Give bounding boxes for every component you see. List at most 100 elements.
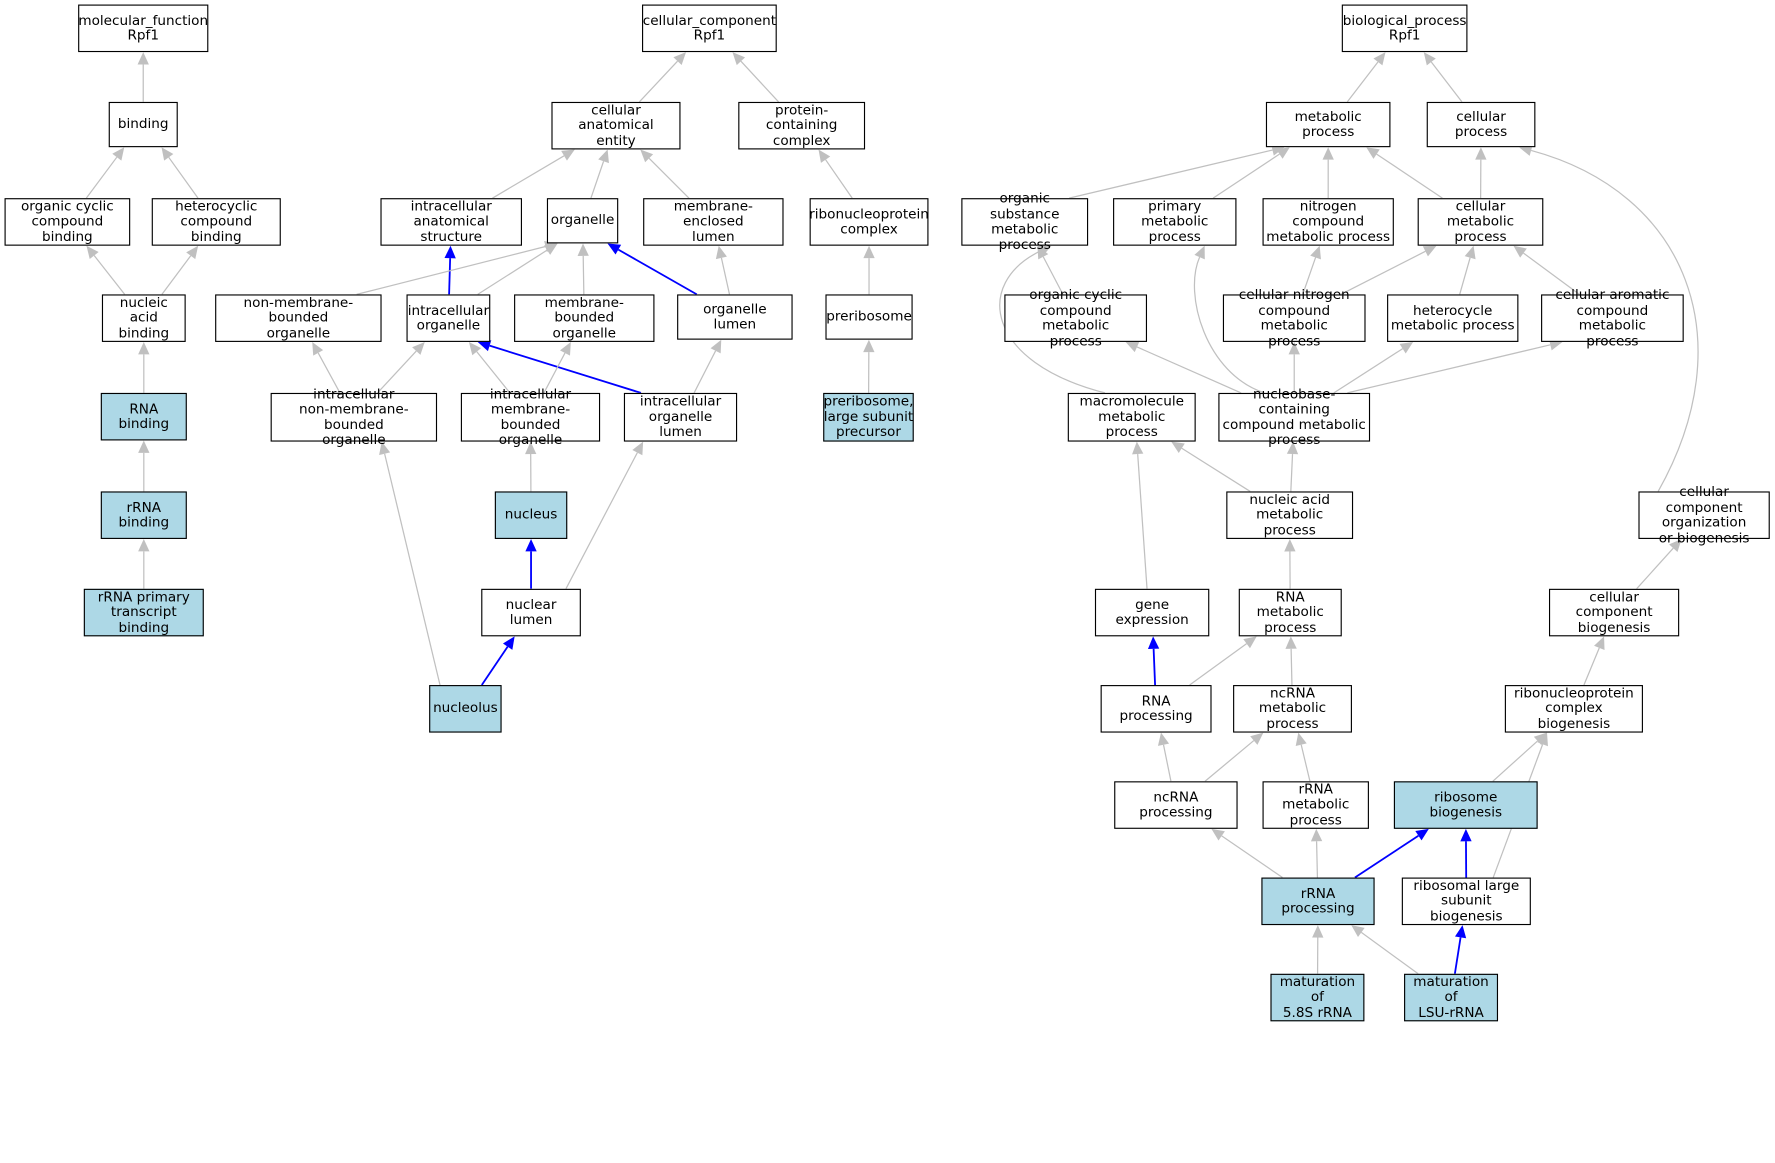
edge-gene_expression-to-macromolecule_mp-arrowhead bbox=[1132, 442, 1143, 455]
node-ncrna-processing[interactable]: ncRNA processing bbox=[1114, 781, 1237, 829]
node-organic-cyclic-compound-metabolic-process[interactable]: organic cyclic compound metabolic proces… bbox=[1004, 294, 1147, 342]
edge-intracell_anat_struct-to-cell_anat_entity-arrowhead bbox=[561, 149, 575, 160]
node-rrna-primary-transcript-binding[interactable]: rRNA primary transcript binding bbox=[84, 589, 204, 637]
node-organelle-lumen[interactable]: organelle lumen bbox=[677, 294, 792, 339]
node-nucleic-acid-binding[interactable]: nucleic acid binding bbox=[102, 294, 186, 342]
node-heterocycle-metabolic-process[interactable]: heterocycle metabolic process bbox=[1387, 294, 1518, 342]
edge-ncrna_processing-to-ncrna_mp-arrowhead bbox=[1250, 733, 1263, 745]
node-non-membrane-bounded-organelle[interactable]: non-membrane-bounded organelle bbox=[215, 294, 381, 342]
edge-intracell_organelle-to-organelle bbox=[478, 250, 547, 294]
edge-gene_expression-to-macromolecule_mp bbox=[1138, 454, 1147, 589]
node-organic-cyclic-compound-binding[interactable]: organic cyclic compound binding bbox=[5, 198, 131, 246]
node-cellular-component-biogenesis[interactable]: cellular component biogenesis bbox=[1549, 589, 1679, 637]
node-ribonucleoprotein-complex-biogenesis[interactable]: ribonucleoprotein complex biogenesis bbox=[1505, 685, 1643, 733]
node-metabolic-process[interactable]: metabolic process bbox=[1266, 102, 1391, 147]
edge-organelle_lumen-to-organelle-arrowhead bbox=[608, 243, 622, 254]
node-ribosomal-large-subunit-biogenesis[interactable]: ribosomal large subunit biogenesis bbox=[1402, 878, 1531, 926]
node-cellular-aromatic-compound-metabolic-process[interactable]: cellular aromatic compound metabolic pro… bbox=[1541, 294, 1684, 342]
edge-organelle-to-cell_anat_entity bbox=[591, 161, 604, 198]
node-ribonucleoprotein-complex[interactable]: ribonucleoprotein complex bbox=[810, 198, 929, 246]
node-organelle[interactable]: organelle bbox=[547, 198, 618, 243]
node-cellular-component-root[interactable]: cellular_component Rpf1 bbox=[642, 5, 777, 53]
edge-rna_processing-to-rna_mp bbox=[1190, 644, 1247, 685]
node-cellular-process[interactable]: cellular process bbox=[1427, 102, 1536, 147]
node-heterocyclic-compound-binding[interactable]: heterocyclic compound binding bbox=[152, 198, 281, 246]
edge-metabolic_process-to-bp_root-arrowhead bbox=[1373, 52, 1385, 65]
node-ribosome-biogenesis[interactable]: ribosome biogenesis bbox=[1394, 781, 1538, 829]
node-cellular-nitrogen-compound-metabolic-process[interactable]: cellular nitrogen compound metabolic pro… bbox=[1223, 294, 1366, 342]
node-rrna-binding[interactable]: rRNA binding bbox=[101, 491, 187, 539]
node-macromolecule-metabolic-process[interactable]: macromolecule metabolic process bbox=[1068, 393, 1196, 442]
edge-rna_mp-to-nucleic_acid_mp-arrowhead bbox=[1284, 539, 1295, 551]
node-molecular-function-root[interactable]: molecular_function Rpf1 bbox=[78, 5, 208, 53]
node-membrane-bounded-organelle[interactable]: membrane-bounded organelle bbox=[514, 294, 654, 342]
node-maturation-of-5-8s-rrna[interactable]: maturation of 5.8S rRNA bbox=[1270, 974, 1364, 1022]
node-protein-containing-complex[interactable]: protein-containing complex bbox=[738, 102, 865, 150]
edge-cellular_process-to-bp_root-arrowhead bbox=[1424, 52, 1436, 65]
node-rrna-metabolic-process[interactable]: rRNA metabolic process bbox=[1263, 781, 1369, 829]
edge-intracell_organelle_lumen-to-organelle_lumen bbox=[694, 351, 716, 393]
edge-rrna_primary_binding-to-rrna_binding-arrowhead bbox=[138, 539, 149, 551]
edge-cellular_mp-to-metabolic_process bbox=[1377, 154, 1443, 198]
edge-rrna_processing-to-ncrna_processing bbox=[1222, 836, 1283, 878]
node-maturation-of-lsu-rrna[interactable]: maturation of LSU-rRNA bbox=[1404, 974, 1498, 1022]
edge-rnp_complex-to-protein_complex-arrowhead bbox=[819, 149, 831, 162]
node-rna-binding[interactable]: RNA binding bbox=[101, 393, 187, 441]
edge-rna_processing-to-gene_expression-arrowhead bbox=[1148, 636, 1159, 649]
edge-organelle_lumen-to-membrane_enclosed_lumen-arrowhead bbox=[716, 246, 727, 259]
node-cellular-metabolic-process[interactable]: cellular metabolic process bbox=[1418, 198, 1544, 246]
edge-ncrna_processing-to-rna_processing-arrowhead bbox=[1158, 733, 1169, 746]
edge-maturation_58s-to-rrna_processing-arrowhead bbox=[1312, 925, 1323, 937]
node-binding[interactable]: binding bbox=[109, 102, 178, 147]
node-intracellular-anatomical-structure[interactable]: intracellular anatomical structure bbox=[380, 198, 522, 246]
node-nucleobase-containing-compound-metabolic-process[interactable]: nucleobase-containing compound metabolic… bbox=[1218, 393, 1370, 442]
node-nucleolus[interactable]: nucleolus bbox=[429, 685, 501, 733]
edge-nucleic_acid_binding-to-heterocyclic_binding-arrowhead bbox=[186, 246, 198, 259]
node-intracellular-organelle-lumen[interactable]: intracellular organelle lumen bbox=[624, 393, 737, 442]
edge-nucleolus-to-intracell_non_membrane bbox=[385, 454, 440, 685]
node-intracellular-organelle[interactable]: intracellular organelle bbox=[406, 294, 490, 342]
edge-maturation_lsu-to-lsu_biogenesis bbox=[1455, 937, 1461, 973]
node-ncrna-metabolic-process[interactable]: ncRNA metabolic process bbox=[1233, 685, 1352, 733]
node-intracellular-non-membrane-bounded-organelle[interactable]: intracellular non-membrane-bounded organ… bbox=[271, 393, 437, 442]
node-cellular-anatomical-entity[interactable]: cellular anatomical entity bbox=[551, 102, 680, 150]
edge-preribosome_lsu-to-preribosome-arrowhead bbox=[863, 340, 874, 352]
edge-nucleolus-to-nuclear_lumen bbox=[482, 647, 508, 685]
node-nitrogen-compound-metabolic-process[interactable]: nitrogen compound metabolic process bbox=[1263, 198, 1394, 246]
node-primary-metabolic-process[interactable]: primary metabolic process bbox=[1113, 198, 1236, 246]
edge-rrna_processing-to-rrna_mp bbox=[1317, 841, 1318, 877]
node-preribosome-large-subunit-precursor[interactable]: preribosome, large subunit precursor bbox=[823, 393, 914, 442]
edge-org_cyclic_binding-to-binding bbox=[86, 157, 116, 198]
edge-intracell_anat_struct-to-cell_anat_entity bbox=[492, 156, 564, 198]
node-preribosome[interactable]: preribosome bbox=[825, 294, 912, 339]
edge-intracell_membrane-to-membrane_organelle-arrowhead bbox=[560, 342, 571, 356]
edge-rna_processing-to-rna_mp-arrowhead bbox=[1243, 636, 1256, 648]
edge-maturation_lsu-to-rrna_processing-arrowhead bbox=[1351, 925, 1364, 937]
edge-membrane_organelle-to-organelle bbox=[583, 256, 584, 294]
edge-intracell_membrane-to-intracell_organelle-arrowhead bbox=[469, 342, 481, 355]
edge-maturation_lsu-to-lsu_biogenesis-arrowhead bbox=[1455, 925, 1466, 938]
node-rna-processing[interactable]: RNA processing bbox=[1101, 685, 1212, 733]
node-rna-metabolic-process[interactable]: RNA metabolic process bbox=[1239, 589, 1342, 637]
node-organic-substance-metabolic-process[interactable]: organic substance metabolic process bbox=[961, 198, 1088, 246]
node-nuclear-lumen[interactable]: nuclear lumen bbox=[481, 589, 581, 637]
edge-membrane_enclosed_lumen-to-cell_anat_entity bbox=[649, 158, 689, 198]
edge-nuclear_lumen-to-nucleus-arrowhead bbox=[525, 539, 536, 551]
edge-nucleolus-to-nuclear_lumen-arrowhead bbox=[503, 636, 515, 649]
edge-rrna_mp-to-ncrna_mp-arrowhead bbox=[1296, 733, 1307, 746]
node-nucleus[interactable]: nucleus bbox=[495, 491, 567, 539]
node-biological-process-root[interactable]: biological_process Rpf1 bbox=[1342, 5, 1468, 53]
edge-ncrna_mp-to-rna_mp-arrowhead bbox=[1285, 636, 1296, 649]
node-gene-expression[interactable]: gene expression bbox=[1095, 589, 1209, 637]
edge-binding-to-mf_root-arrowhead bbox=[138, 52, 149, 64]
node-rrna-processing[interactable]: rRNA processing bbox=[1261, 878, 1374, 926]
edge-cell_anat_entity-to-cc_root bbox=[639, 61, 677, 102]
node-cellular-component-organization-or-biogenesis[interactable]: cellular component organization or bioge… bbox=[1638, 491, 1769, 539]
edge-organelle_lumen-to-organelle bbox=[618, 250, 696, 295]
edge-organelle_lumen-to-membrane_enclosed_lumen bbox=[721, 258, 729, 295]
node-intracellular-membrane-bounded-organelle[interactable]: intracellular membrane-bounded organelle bbox=[461, 393, 600, 442]
node-membrane-enclosed-lumen[interactable]: membrane-enclosed lumen bbox=[643, 198, 783, 246]
edge-nucleic_acid_mp-to-nucleobase_mp bbox=[1291, 454, 1293, 491]
node-nucleic-acid-metabolic-process[interactable]: nucleic acid metabolic process bbox=[1226, 491, 1353, 539]
